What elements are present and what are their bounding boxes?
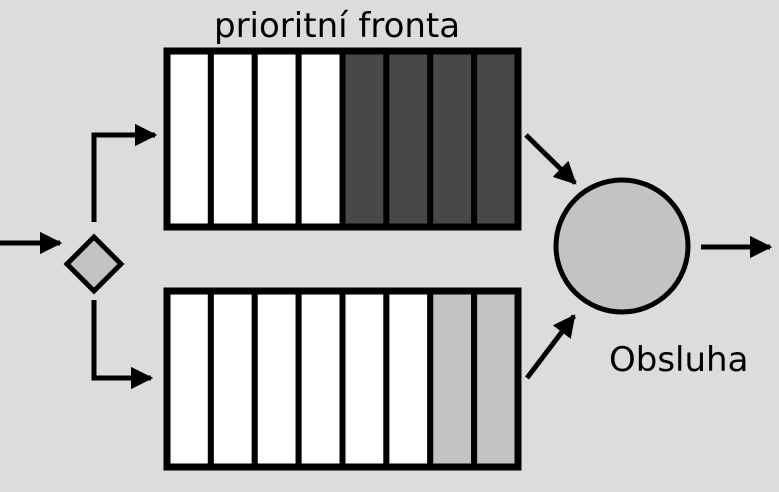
normal-to-server-arrow <box>525 314 576 380</box>
queue-slot-empty <box>207 48 258 230</box>
queue-slot-empty <box>251 48 302 230</box>
priority-to-server-arrow <box>524 133 577 185</box>
queue-slot-occupied <box>383 48 434 230</box>
priority-branch-arrow <box>91 123 158 222</box>
queue-slot-empty <box>164 288 214 470</box>
queue-slot-occupied <box>471 288 521 470</box>
queue-slot-empty <box>339 288 390 470</box>
router-diamond <box>63 233 125 295</box>
normal-branch-arrow <box>91 300 154 390</box>
queue-slot-occupied <box>427 288 478 470</box>
queue-slot-empty <box>207 288 258 470</box>
priority-queue <box>163 47 522 231</box>
queue-outline <box>163 287 522 471</box>
queue-slot-occupied <box>471 48 521 230</box>
queue-slot-empty <box>295 48 346 230</box>
priority-queue-label: prioritní fronta <box>214 6 461 46</box>
queue-slot-occupied <box>427 48 478 230</box>
queue-slot-empty <box>383 288 434 470</box>
queue-slot-empty <box>251 288 302 470</box>
queue-slot-empty <box>295 288 346 470</box>
queue-outline <box>163 47 522 231</box>
queue-slot-occupied <box>339 48 390 230</box>
normal-queue <box>163 287 522 471</box>
server-circle <box>553 177 691 315</box>
server-label: Obsluha <box>609 340 749 380</box>
queue-slot-empty <box>164 48 214 230</box>
